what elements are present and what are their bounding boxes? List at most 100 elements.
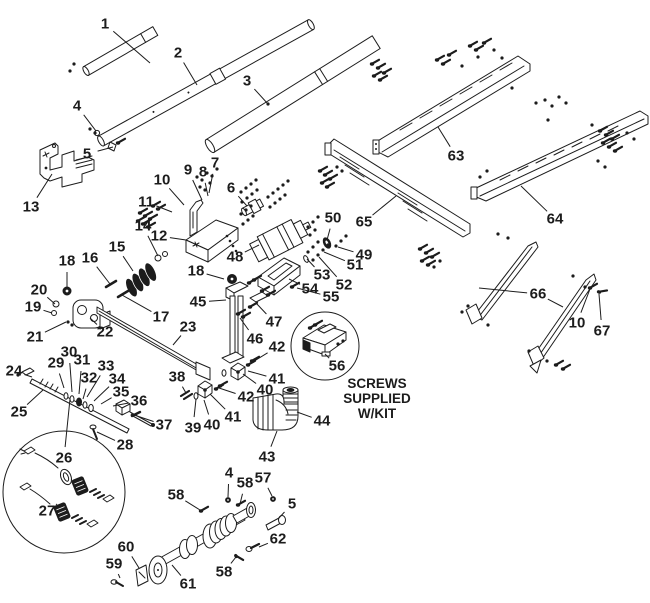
part-label-58: 58 xyxy=(168,487,185,504)
leader-line-10 xyxy=(168,187,185,206)
screw-icon xyxy=(380,67,393,76)
leader-line-24 xyxy=(24,374,33,378)
part-label-14: 14 xyxy=(135,218,152,235)
leader-line-53 xyxy=(306,258,315,268)
screw-dot-icon xyxy=(266,195,270,199)
screw-dot-icon xyxy=(438,259,442,263)
tube-part-2 xyxy=(97,19,315,147)
screw-dot-icon xyxy=(545,359,549,363)
screw-dot-icon xyxy=(596,159,600,163)
shaft-part-6 xyxy=(241,198,265,217)
leader-line-4 xyxy=(83,114,97,132)
screw-icon xyxy=(374,62,387,71)
leader-line-1 xyxy=(112,30,151,64)
screw-icon xyxy=(445,49,458,58)
screw-icon xyxy=(472,44,485,53)
part-label-40: 40 xyxy=(257,382,274,399)
screw-dot-icon xyxy=(241,222,245,226)
screw-dot-icon xyxy=(603,165,607,169)
screw-dot-icon xyxy=(460,64,464,68)
leader-line-40 xyxy=(242,373,257,384)
screw-dot-icon xyxy=(200,178,204,182)
bracket-part-54 xyxy=(257,257,301,296)
part-label-61: 61 xyxy=(180,576,197,593)
part-label-12: 12 xyxy=(151,228,168,245)
screw-icon xyxy=(376,74,389,83)
part-label-63: 63 xyxy=(448,148,465,165)
part-label-39: 39 xyxy=(185,420,202,437)
part-label-18: 18 xyxy=(59,253,76,270)
part-label-4: 4 xyxy=(73,98,82,115)
part-label-46: 46 xyxy=(247,331,264,348)
screw-icon xyxy=(416,243,429,252)
screw-dot-icon xyxy=(316,215,320,219)
part-label-40: 40 xyxy=(204,417,221,434)
channel-part-45 xyxy=(221,274,269,364)
screw-dot-icon xyxy=(316,253,320,257)
part-label-60: 60 xyxy=(118,539,135,556)
part-label-43: 43 xyxy=(259,449,276,466)
screw-icon xyxy=(439,58,452,67)
leader-line-30 xyxy=(69,362,73,393)
leader-line-42 xyxy=(218,387,236,394)
screw-dot-icon xyxy=(203,188,207,192)
leader-line-52 xyxy=(318,256,338,278)
part-label-44: 44 xyxy=(314,413,331,430)
kit-note-line-2: SUPPLIED xyxy=(343,391,411,406)
screw-icon xyxy=(605,141,618,150)
screw-dot-icon xyxy=(534,101,538,105)
leader-line-15 xyxy=(122,255,134,272)
screw-dot-icon xyxy=(198,185,202,189)
leader-line-60 xyxy=(131,556,140,569)
leader-line-21 xyxy=(44,321,67,333)
part-label-48: 48 xyxy=(227,249,244,266)
leader-line-10 xyxy=(580,288,591,313)
part-label-53: 53 xyxy=(314,267,331,284)
part-label-42: 42 xyxy=(269,339,286,356)
screw-dot-icon xyxy=(195,175,199,179)
part-label-30: 30 xyxy=(61,344,78,361)
screw-dot-icon xyxy=(625,131,629,135)
axle-assembly xyxy=(110,496,286,587)
screw-dot-icon xyxy=(460,310,464,314)
part-label-22: 22 xyxy=(97,324,114,341)
part-label-25: 25 xyxy=(11,404,28,421)
part-label-10: 10 xyxy=(154,172,171,189)
screw-dot-icon xyxy=(205,171,209,175)
screw-dot-icon xyxy=(245,196,249,200)
part-label-36: 36 xyxy=(131,393,148,410)
screw-dot-icon xyxy=(590,123,594,127)
part-label-41: 41 xyxy=(269,371,286,388)
inset-cable-kits-26-27 xyxy=(2,430,126,554)
leader-line-55 xyxy=(296,287,321,295)
screw-dot-icon xyxy=(543,98,547,102)
diagram-artwork xyxy=(2,19,649,587)
screw-icon xyxy=(595,286,609,298)
screw-dot-icon xyxy=(336,342,340,346)
screw-dot-icon xyxy=(557,95,561,99)
part-label-50: 50 xyxy=(325,210,342,227)
leader-line-27 xyxy=(55,503,58,506)
screw-dot-icon xyxy=(273,201,277,205)
part-label-34: 34 xyxy=(109,371,126,388)
part-label-42: 42 xyxy=(238,389,255,406)
part-label-27: 27 xyxy=(39,503,56,520)
leader-line-47 xyxy=(255,302,267,315)
screw-icon xyxy=(368,58,381,67)
leader-line-43 xyxy=(270,430,278,447)
part-label-4: 4 xyxy=(225,465,234,482)
screw-dot-icon xyxy=(254,178,258,182)
kit-note-line-1: SCREWS xyxy=(347,376,406,391)
part-label-5: 5 xyxy=(288,496,296,513)
screw-dot-icon xyxy=(316,240,320,244)
screw-dot-icon xyxy=(72,62,76,66)
screw-dot-icon xyxy=(341,339,345,343)
leader-line-63 xyxy=(437,126,451,147)
screw-dot-icon xyxy=(334,244,338,248)
screw-dot-icon xyxy=(246,218,250,222)
part-label-3: 3 xyxy=(243,73,251,90)
leader-line-2 xyxy=(183,62,198,86)
screw-dot-icon xyxy=(571,274,575,278)
screw-dot-icon xyxy=(239,212,243,216)
